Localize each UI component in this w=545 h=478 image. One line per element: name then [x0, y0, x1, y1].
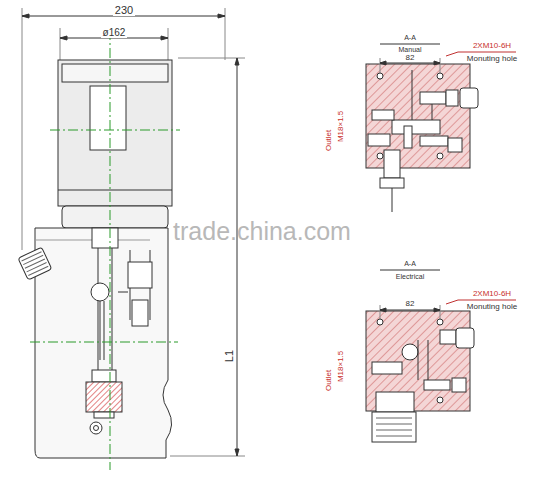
thread-spec: 2XM10-6H [473, 42, 511, 51]
hole-note: Monuting hole [467, 303, 517, 312]
port-label: Outlet [326, 369, 335, 390]
thread-spec: M18×1.5 [338, 110, 347, 141]
dimension-label: L1 [223, 348, 235, 364]
view-title: Electrical [396, 273, 424, 281]
watermark: trade.china.com [173, 218, 351, 246]
section-label: A-A [404, 34, 416, 42]
port-label: Outlet [326, 129, 335, 150]
dimension-label: 82 [404, 300, 417, 309]
dimension-label: 82 [404, 54, 417, 63]
dimension-label: 230 [113, 4, 135, 16]
section-label: A-A [404, 260, 416, 268]
hole-note: Monuting hole [467, 55, 517, 64]
thread-spec: 2XM10-6H [473, 290, 511, 299]
dimension-label: ø162 [101, 27, 128, 38]
thread-spec: M18×1.5 [338, 350, 347, 381]
